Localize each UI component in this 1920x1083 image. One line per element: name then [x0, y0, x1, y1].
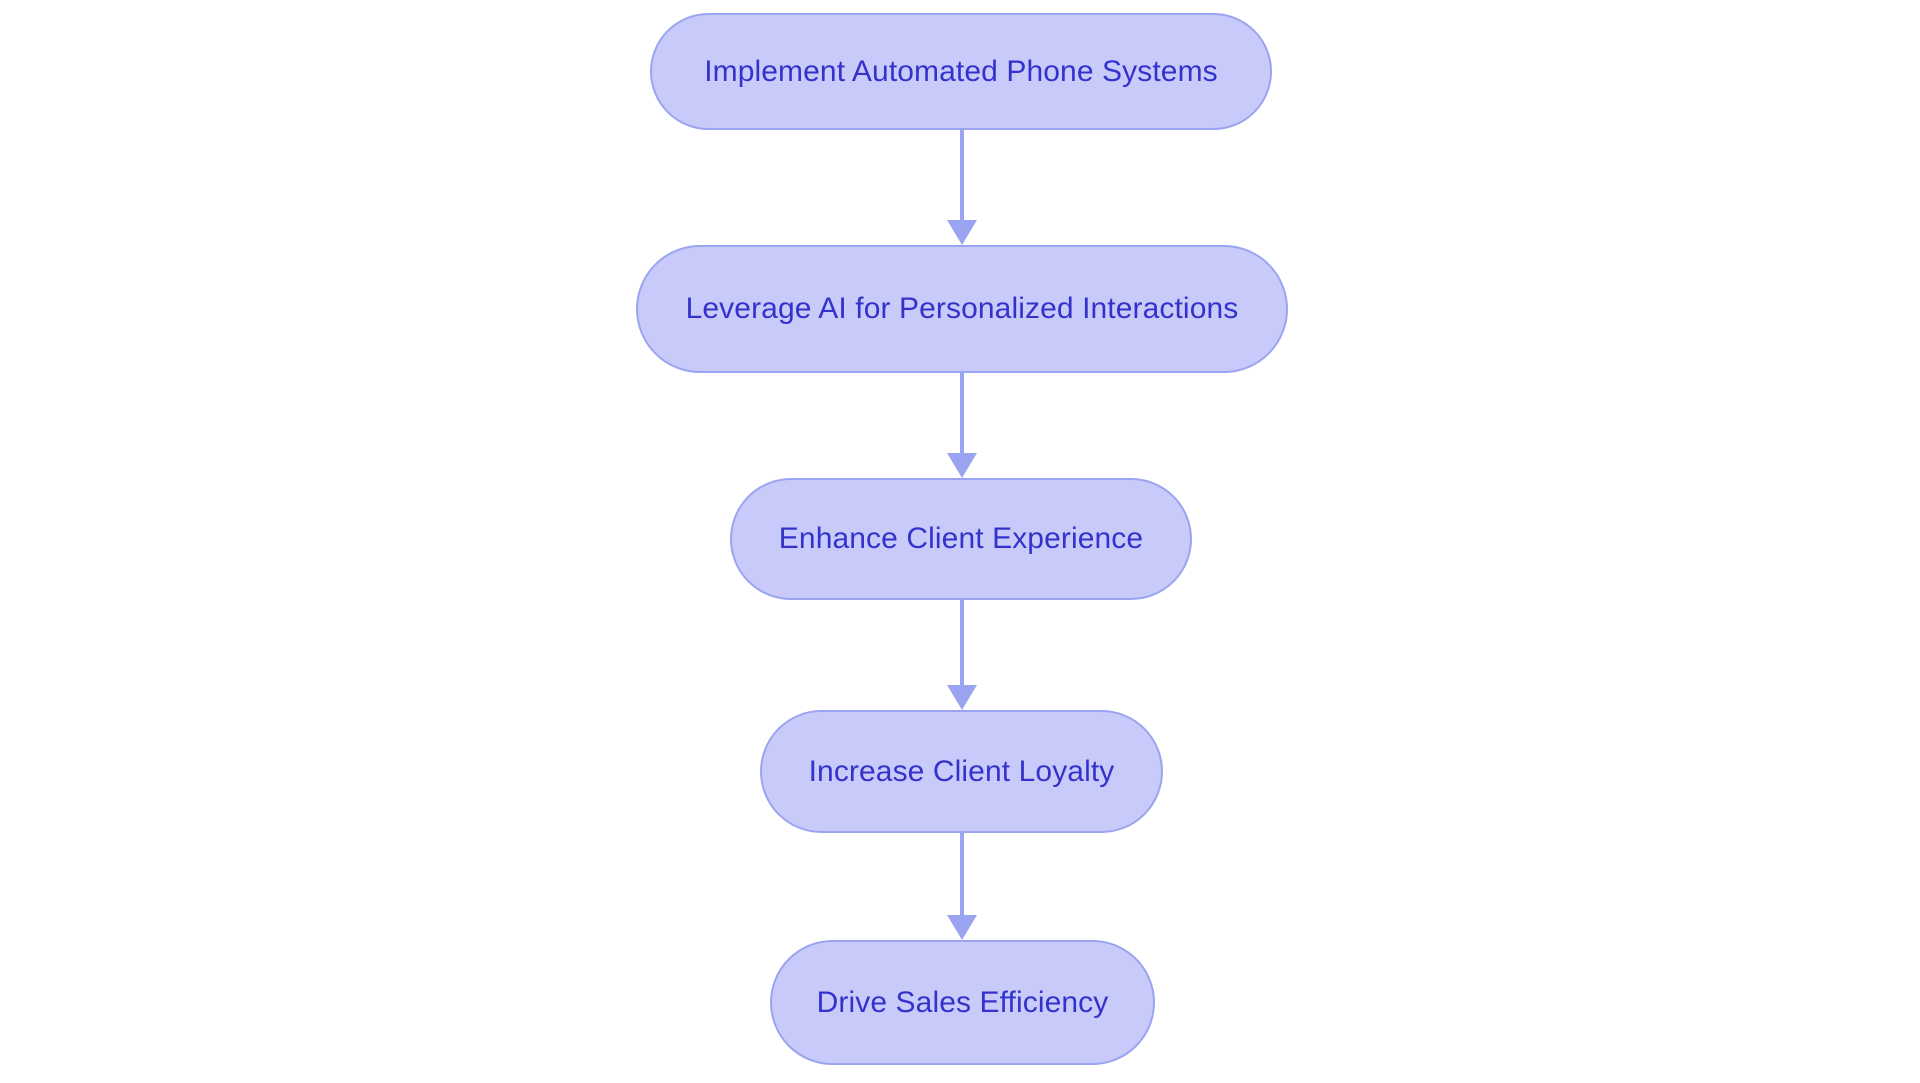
- edge-n2-n3: [947, 373, 977, 478]
- flow-node-label: Leverage AI for Personalized Interaction…: [685, 292, 1239, 325]
- flow-node-increase-client-loyalty[interactable]: Increase Client Loyalty: [760, 710, 1163, 833]
- flow-node-implement-automated-phone-systems[interactable]: Implement Automated Phone Systems: [650, 13, 1272, 130]
- edge-n3-n4: [947, 600, 977, 710]
- down-arrow-icon: [947, 685, 977, 710]
- flow-node-label: Increase Client Loyalty: [808, 754, 1115, 788]
- down-arrow-icon: [947, 220, 977, 245]
- flow-node-label: Enhance Client Experience: [778, 522, 1144, 555]
- flow-node-leverage-ai-for-personalized-interactions[interactable]: Leverage AI for Personalized Interaction…: [636, 245, 1288, 373]
- flow-node-enhance-client-experience[interactable]: Enhance Client Experience: [730, 478, 1192, 600]
- edge-n4-n5: [947, 833, 977, 940]
- flow-node-label: Implement Automated Phone Systems: [704, 54, 1218, 88]
- flow-node-drive-sales-efficiency[interactable]: Drive Sales Efficiency: [770, 940, 1155, 1065]
- flow-node-label: Drive Sales Efficiency: [816, 985, 1109, 1019]
- down-arrow-icon: [947, 453, 977, 478]
- down-arrow-icon: [947, 915, 977, 940]
- edge-n1-n2: [947, 130, 977, 245]
